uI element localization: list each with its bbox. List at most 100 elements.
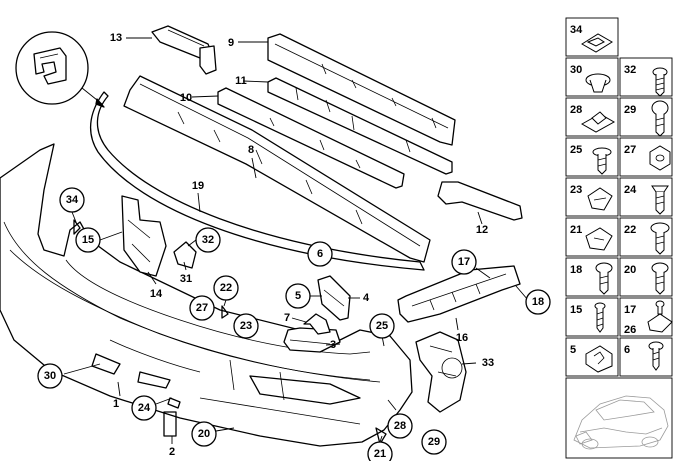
screw-icon-32 [652, 67, 668, 97]
screw-icon-18 [595, 262, 613, 295]
screw-icon-15 [594, 302, 606, 333]
legend-15: 15 [570, 304, 582, 316]
legend-26: 26 [624, 324, 636, 336]
legend-20: 20 [624, 264, 636, 276]
carrier-14-15 [121, 195, 167, 277]
car-thumbnail-icon [573, 395, 669, 450]
upper-trim-strip-10 [217, 87, 405, 189]
callout-27-text: 27 [196, 302, 208, 314]
callout-24: 24 [131, 395, 157, 421]
label-10: 10 [180, 92, 192, 104]
nut-clip-icon-28 [580, 111, 616, 133]
fastener-legend: 34 30 32 28 29 25 27 23 24 21 22 18 20 1… [565, 17, 673, 459]
callout-20: 20 [191, 421, 217, 447]
corner-bracket-12 [437, 181, 523, 221]
callout-25: 25 [369, 313, 395, 339]
callout-22-text: 22 [220, 282, 232, 294]
legend-32: 32 [624, 64, 636, 76]
seal-detail-inset [15, 31, 105, 108]
label-14: 14 [150, 288, 163, 300]
label-11: 11 [235, 75, 247, 87]
callout-17-text: 17 [458, 256, 470, 268]
callout-18-text: 18 [532, 296, 544, 308]
callout-17: 17 [451, 249, 477, 275]
air-duct-33 [415, 331, 467, 413]
clip-icon-5 [585, 345, 613, 373]
spring-nut-icon-21 [585, 227, 613, 251]
screw-icon-6 [648, 341, 664, 371]
callout-6: 6 [307, 241, 333, 267]
tow-hook-cover-3 [283, 327, 341, 353]
callout-5-text: 5 [295, 290, 301, 302]
callout-34-text: 34 [66, 194, 79, 206]
dome-screw-icon-29 [651, 100, 669, 137]
label-13: 13 [110, 32, 122, 44]
legend-28: 28 [570, 104, 582, 116]
upper-trim-strip-9 [267, 33, 456, 146]
callout-24-text: 24 [138, 402, 151, 414]
label-7: 7 [284, 312, 290, 324]
callout-20-text: 20 [198, 428, 210, 440]
legend-30: 30 [570, 64, 582, 76]
callout-29: 29 [421, 429, 447, 455]
seal-strip-19 [90, 91, 425, 271]
legend-27: 27 [624, 144, 636, 156]
bracket-4 [317, 275, 351, 321]
legend-6: 6 [624, 344, 630, 356]
bracket-31 [173, 241, 197, 269]
callout-32-text: 32 [202, 234, 214, 246]
callout-18: 18 [525, 289, 551, 315]
legend-29: 29 [624, 104, 636, 116]
callout-23: 23 [233, 313, 259, 339]
label-9: 9 [228, 37, 234, 49]
label-2: 2 [169, 446, 175, 458]
callout-34: 34 [59, 187, 85, 213]
label-4: 4 [363, 292, 370, 304]
fastener-marks [73, 219, 387, 445]
clip-7 [303, 313, 331, 335]
legend-22: 22 [624, 224, 636, 236]
screw-icon-20 [651, 262, 669, 295]
spring-nut-icon-23 [587, 187, 613, 211]
legend-24: 24 [624, 184, 637, 196]
label-12: 12 [476, 224, 488, 236]
upper-trim-strip-11 [267, 77, 453, 175]
callout-30: 30 [37, 363, 63, 389]
legend-21: 21 [570, 224, 582, 236]
legend-18: 18 [570, 264, 582, 276]
callout-23-text: 23 [240, 320, 252, 332]
legend-23: 23 [570, 184, 582, 196]
push-rivet-icon [585, 73, 611, 93]
legend-25: 25 [570, 144, 582, 156]
square-clip-icon [581, 33, 613, 53]
legend-34: 34 [570, 24, 583, 36]
bracket-13 [151, 25, 217, 75]
screw-icon-24 [651, 185, 669, 215]
label-3: 3 [330, 339, 336, 351]
callout-29-text: 29 [428, 436, 440, 448]
callout-32: 32 [195, 227, 221, 253]
callout-15: 15 [75, 227, 101, 253]
hex-nut-icon-27 [649, 145, 671, 171]
callout-21: 21 [367, 441, 393, 461]
callout-5: 5 [285, 283, 311, 309]
label-33: 33 [482, 357, 494, 369]
callout-30-text: 30 [44, 370, 56, 382]
bumper-shell-1 [0, 143, 413, 447]
callout-27: 27 [189, 295, 215, 321]
leader-lines [63, 37, 529, 444]
callout-6-text: 6 [317, 248, 323, 260]
legend-17: 17 [624, 304, 636, 316]
callout-25-text: 25 [376, 320, 388, 332]
label-19: 19 [192, 180, 204, 192]
label-16: 16 [456, 332, 468, 344]
carrier-16 [397, 265, 521, 323]
callout-15-text: 15 [82, 234, 94, 246]
legend-5: 5 [570, 344, 576, 356]
clip-nut-icon-17-26 [647, 300, 673, 333]
label-1: 1 [113, 398, 119, 410]
label-31: 31 [180, 273, 192, 285]
callout-28-text: 28 [394, 420, 406, 432]
callout-22: 22 [213, 275, 239, 301]
